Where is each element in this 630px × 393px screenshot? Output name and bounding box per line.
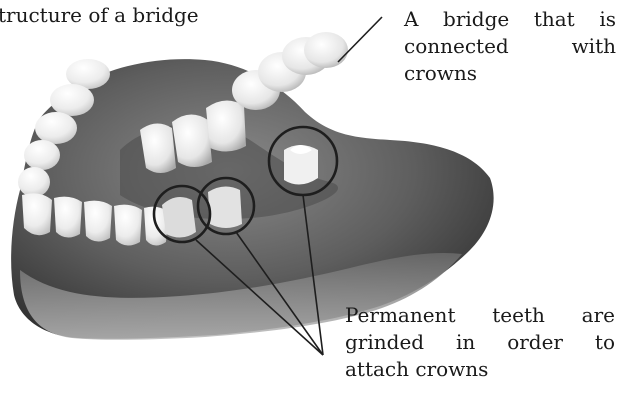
teeth-callout-label: Permanent teeth are grinded in order to …	[345, 302, 615, 383]
abutment-tooth	[208, 186, 242, 228]
callout-word: Permanent	[345, 302, 455, 329]
premolar-tooth	[18, 167, 50, 197]
bridge-crown	[172, 114, 212, 167]
callout-word: is	[599, 6, 616, 33]
callout-word: bridge	[443, 6, 509, 33]
canine-tooth	[22, 193, 52, 235]
bridge-callout-line-1: A bridge that is	[404, 6, 616, 33]
bridge-callout-label: A bridge that is connected with crowns	[404, 6, 616, 87]
callout-word: A	[404, 6, 418, 33]
figure-title: tructure of a bridge	[0, 2, 199, 29]
callout-word: grinded	[345, 329, 424, 356]
teeth-callout-line-1: Permanent teeth are	[345, 302, 615, 329]
callout-word: teeth	[492, 302, 545, 329]
callout-word: with	[572, 33, 616, 60]
incisor-tooth	[54, 197, 82, 238]
callout-word: are	[582, 302, 615, 329]
callout-word: in	[456, 329, 475, 356]
callout-word: connected	[404, 33, 509, 60]
incisor-tooth	[84, 201, 112, 242]
bridge-crown	[206, 100, 246, 151]
callout-word: order	[507, 329, 563, 356]
abutment-tooth	[162, 197, 196, 238]
bridge-leader-line	[338, 17, 382, 62]
molar-tooth	[50, 84, 94, 116]
callout-word: that	[534, 6, 575, 33]
callout-word: to	[595, 329, 615, 356]
incisor-tooth	[114, 205, 142, 246]
bridge-callout-line-2: connected with	[404, 33, 616, 60]
teeth-callout-line-3: attach crowns	[345, 356, 615, 383]
molar-tooth	[35, 112, 77, 144]
bridge-callout-line-3: crowns	[404, 60, 616, 87]
bridge-crown	[304, 32, 348, 68]
premolar-tooth	[24, 140, 60, 170]
teeth-callout-line-2: grinded in order to	[345, 329, 615, 356]
